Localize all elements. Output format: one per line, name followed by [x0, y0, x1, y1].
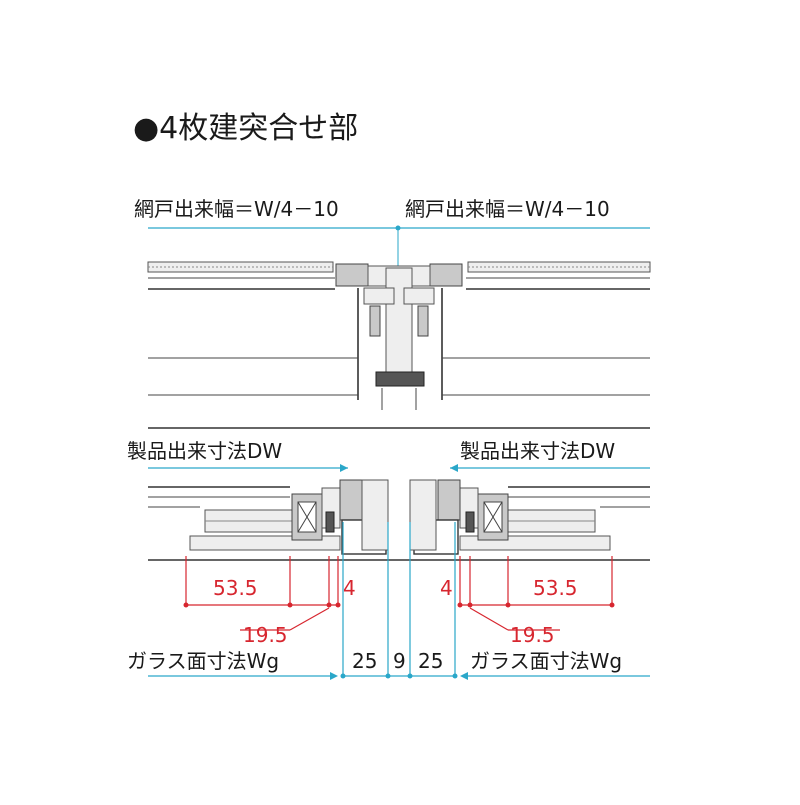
red-dimension-points — [183, 602, 615, 608]
screen-frame-profile — [335, 263, 463, 410]
screen-width-label-left: 網戸出来幅＝W/4－10 — [134, 197, 339, 221]
dim-19-5-right: 19.5 — [510, 623, 555, 647]
diagram-title: ●4枚建突合せ部 — [133, 111, 358, 146]
dim-25-right: 25 — [418, 649, 443, 673]
screen-width-label-right: 網戸出来幅＝W/4－10 — [405, 197, 610, 221]
dim-4-right: 4 — [440, 576, 453, 600]
sash-profile-right — [409, 479, 509, 555]
glass-width-label-right: ガラス面寸法Wg — [470, 649, 622, 673]
glass-width-label-left: ガラス面寸法Wg — [127, 649, 279, 673]
dim-53-5-left: 53.5 — [213, 576, 258, 600]
glass-dimension-lines — [148, 522, 650, 678]
dim-25-left: 25 — [352, 649, 377, 673]
red-dimension-lines — [185, 556, 613, 631]
dim-53-5-right: 53.5 — [533, 576, 578, 600]
product-width-label-left: 製品出来寸法DW — [127, 439, 282, 463]
product-width-label-right: 製品出来寸法DW — [460, 439, 615, 463]
dim-4-left: 4 — [343, 576, 356, 600]
dim-9: 9 — [393, 649, 406, 673]
sash-profile-left — [291, 479, 389, 555]
dim-19-5-left: 19.5 — [243, 623, 288, 647]
screen-mesh-right — [467, 261, 651, 273]
